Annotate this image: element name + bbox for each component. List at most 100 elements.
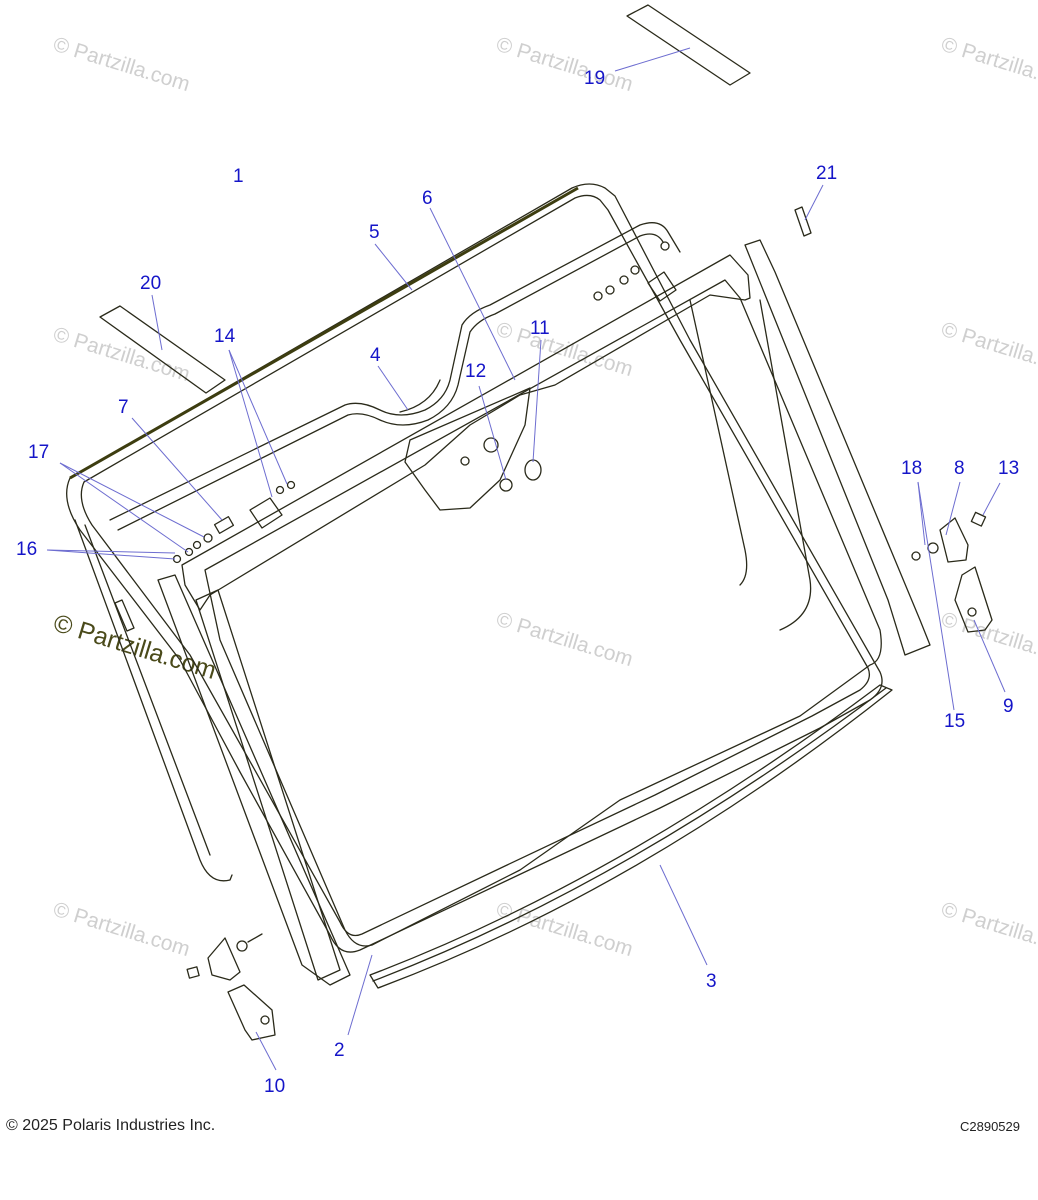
watermark: © Partzilla.com xyxy=(939,898,1038,961)
callout-17: 17 xyxy=(28,442,49,463)
windshield-outer-glass xyxy=(66,183,883,953)
leader xyxy=(532,339,542,463)
callout-5: 5 xyxy=(369,222,380,243)
leader xyxy=(374,243,413,291)
watermark: © Partzilla.com xyxy=(51,898,193,961)
callout-13: 13 xyxy=(998,458,1019,479)
leader xyxy=(804,184,824,221)
clip-7 xyxy=(213,516,235,534)
bottom-seal-strip-inner xyxy=(372,687,887,982)
watermark: © Partzilla.com xyxy=(51,33,193,96)
washer xyxy=(236,940,248,952)
left-vent-slot xyxy=(114,599,135,632)
washer xyxy=(660,241,670,251)
left-hinge-hardware xyxy=(186,933,276,1041)
leader xyxy=(982,482,1001,516)
leader xyxy=(377,365,409,411)
decal-19 xyxy=(626,4,751,86)
inner-glass-channel xyxy=(689,299,748,586)
decal-21 xyxy=(794,206,812,237)
inner-frame xyxy=(181,254,751,611)
bolt xyxy=(247,933,263,943)
callout-16: 16 xyxy=(16,539,37,560)
washer xyxy=(275,485,285,495)
upper-frame-inner xyxy=(117,233,664,531)
plate-9 xyxy=(954,566,993,633)
inner-frame-right xyxy=(744,239,931,656)
callout-9: 9 xyxy=(1003,696,1014,717)
leader xyxy=(59,462,189,553)
left-side-channel xyxy=(157,574,351,986)
washer-18 xyxy=(911,551,921,561)
copyright-text: © 2025 Polaris Industries Inc. xyxy=(6,1117,216,1134)
callout-20: 20 xyxy=(140,273,161,294)
callout-15: 15 xyxy=(944,711,965,732)
callout-21: 21 xyxy=(816,163,837,184)
leader xyxy=(973,619,1006,693)
plate-hole xyxy=(260,1015,270,1025)
callout-8: 8 xyxy=(954,458,965,479)
callouts: 1 2 3 4 5 6 7 8 9 10 11 12 13 14 15 16 1… xyxy=(16,68,1019,1097)
callout-6: 6 xyxy=(422,188,433,209)
leader xyxy=(945,481,961,536)
callout-1: 1 xyxy=(233,166,244,187)
inner-glass-channel-2 xyxy=(759,299,812,631)
inner-frame-lower xyxy=(195,589,341,981)
plate-hole xyxy=(967,607,977,617)
washer xyxy=(203,533,213,543)
decal-20 xyxy=(99,305,226,394)
left-hardware xyxy=(172,480,296,564)
leader xyxy=(255,1031,277,1071)
washer xyxy=(605,285,615,295)
watermark: © Partzilla.com xyxy=(494,608,636,671)
leader xyxy=(917,481,955,711)
leader xyxy=(228,349,288,485)
callout-3: 3 xyxy=(706,971,717,992)
leader xyxy=(228,349,273,498)
washer xyxy=(286,480,296,490)
small-hole xyxy=(460,456,470,466)
plate-10 xyxy=(227,984,276,1041)
leader xyxy=(347,954,373,1036)
callout-11: 11 xyxy=(530,318,550,339)
inner-frame-bracket xyxy=(404,387,531,511)
washer xyxy=(184,547,194,557)
leader xyxy=(131,417,223,521)
seal-4 xyxy=(399,379,441,413)
callout-18: 18 xyxy=(901,458,922,479)
watermarks: © Partzilla.com © Partzilla.com © Partzi… xyxy=(50,33,1038,961)
washer xyxy=(619,275,629,285)
watermark: © Partzilla.com xyxy=(939,608,1038,671)
leader xyxy=(46,549,176,560)
washer xyxy=(593,291,603,301)
nut xyxy=(186,966,200,979)
leader xyxy=(46,549,176,554)
left-side-trim-2 xyxy=(84,524,211,856)
leader-lines xyxy=(46,47,1006,1071)
callout-4: 4 xyxy=(370,345,381,366)
diagram-code: C2890529 xyxy=(960,1119,1020,1134)
leader xyxy=(59,462,205,538)
watermark: © Partzilla.com xyxy=(494,318,636,381)
leader xyxy=(614,47,691,72)
callout-19: 19 xyxy=(584,68,605,89)
windshield-top-seal xyxy=(69,186,579,480)
leader xyxy=(429,207,516,381)
bracket xyxy=(647,271,677,302)
washer-15 xyxy=(927,542,939,554)
leader xyxy=(151,294,163,351)
inner-glass xyxy=(204,279,882,947)
washer xyxy=(192,540,202,550)
bracket-14 xyxy=(249,497,283,529)
callout-2: 2 xyxy=(334,1040,345,1061)
callout-10: 10 xyxy=(264,1076,285,1097)
leader xyxy=(659,864,708,966)
callout-7: 7 xyxy=(118,397,129,418)
bottom-seal-strip xyxy=(369,684,893,989)
watermark: © Partzilla.com xyxy=(494,33,636,96)
watermark: © Partzilla.com xyxy=(939,33,1038,96)
windshield-inner-edge xyxy=(80,194,871,937)
callout-14: 14 xyxy=(214,326,236,347)
leader xyxy=(478,385,507,481)
